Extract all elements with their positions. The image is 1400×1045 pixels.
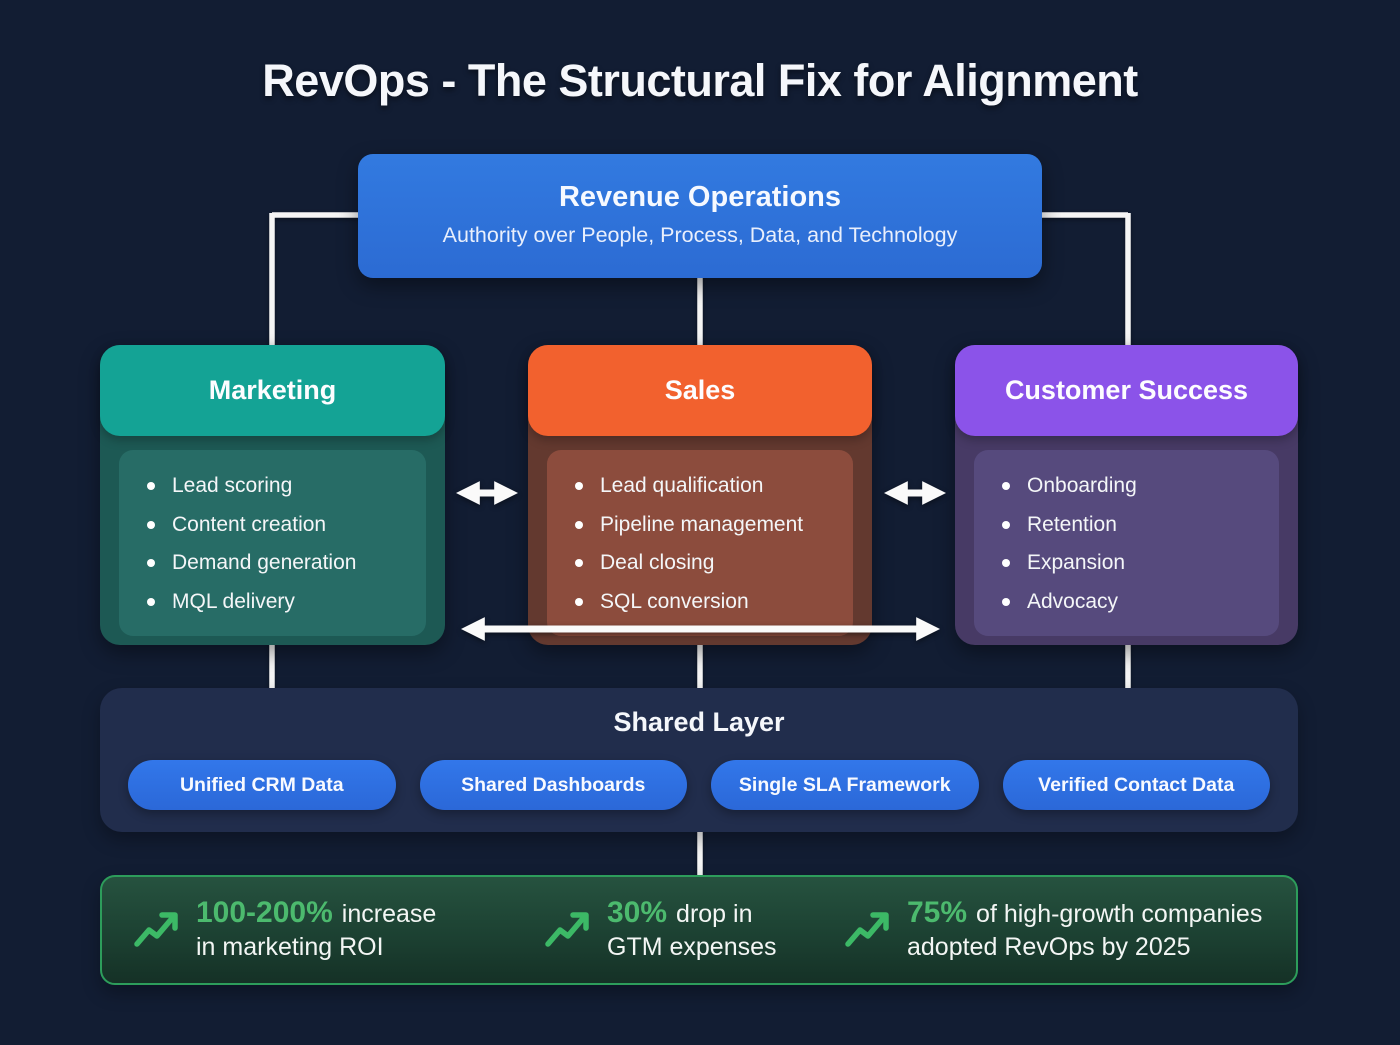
shared-pill: Single SLA Framework — [711, 760, 979, 810]
stat-label: drop in — [676, 900, 753, 928]
stat-label: of high-growth companies — [976, 900, 1263, 928]
shared-pill: Unified CRM Data — [128, 760, 396, 810]
stat-line2: GTM expenses — [607, 932, 777, 961]
shared-pill: Shared Dashboards — [419, 760, 687, 810]
list-item: Retention — [1002, 506, 1271, 545]
dept-header-sales: Sales — [528, 345, 872, 436]
list-item: Onboarding — [1002, 467, 1271, 506]
trend-up-icon — [134, 912, 178, 947]
trend-up-icon — [545, 912, 589, 947]
stat-value: 100-200% — [196, 896, 333, 929]
stat-value: 30% — [607, 896, 668, 929]
list-item: Advocacy — [1002, 583, 1271, 622]
stat-line1: 75% of high-growth companies — [907, 896, 1263, 931]
shared-pill: Verified Contact Data — [1002, 760, 1270, 810]
dept-header-marketing: Marketing — [100, 345, 445, 436]
stats-bar: 100-200% increase in marketing ROI 30% dro… — [100, 875, 1298, 985]
revops-subtitle: Authority over People, Process, Data, an… — [442, 223, 958, 247]
stat-line1: 100-200% increase — [196, 896, 437, 931]
stat-revops-adoption: 75% of high-growth companies adopted RevO… — [844, 896, 1263, 963]
dept-header-customer-success: Customer Success — [955, 345, 1298, 436]
list-item: SQL conversion — [575, 583, 845, 622]
revops-box: Revenue Operations Authority over People… — [358, 154, 1042, 278]
stat-marketing-roi: 100-200% increase in marketing ROI — [133, 896, 437, 963]
list-item: Lead qualification — [575, 467, 845, 506]
list-item: MQL delivery — [147, 583, 418, 622]
list-item: Lead scoring — [147, 467, 418, 506]
list-item: Pipeline management — [575, 506, 845, 545]
page-title: RevOps - The Structural Fix for Alignmen… — [262, 55, 1138, 106]
stat-label: increase — [341, 900, 437, 928]
trend-up-icon — [845, 912, 889, 947]
stat-line1: 30% drop in — [607, 896, 777, 931]
list-item: Expansion — [1002, 544, 1271, 583]
stat-line2: in marketing ROI — [196, 932, 384, 961]
revops-title: Revenue Operations — [558, 181, 842, 213]
list-item: Deal closing — [575, 544, 845, 583]
stat-line2: adopted RevOps by 2025 — [907, 932, 1191, 961]
shared-layer-panel: Shared Layer Unified CRM Data Shared Dash… — [100, 688, 1298, 832]
list-item: Demand generation — [147, 544, 418, 583]
stat-value: 75% — [907, 896, 968, 929]
shared-layer-title: Shared Layer — [613, 707, 785, 737]
list-item: Content creation — [147, 506, 418, 545]
shared-layer-pills: Unified CRM Data Shared Dashboards Single … — [128, 760, 1270, 810]
stat-gtm-expenses: 30% drop in GTM expenses — [544, 896, 777, 963]
